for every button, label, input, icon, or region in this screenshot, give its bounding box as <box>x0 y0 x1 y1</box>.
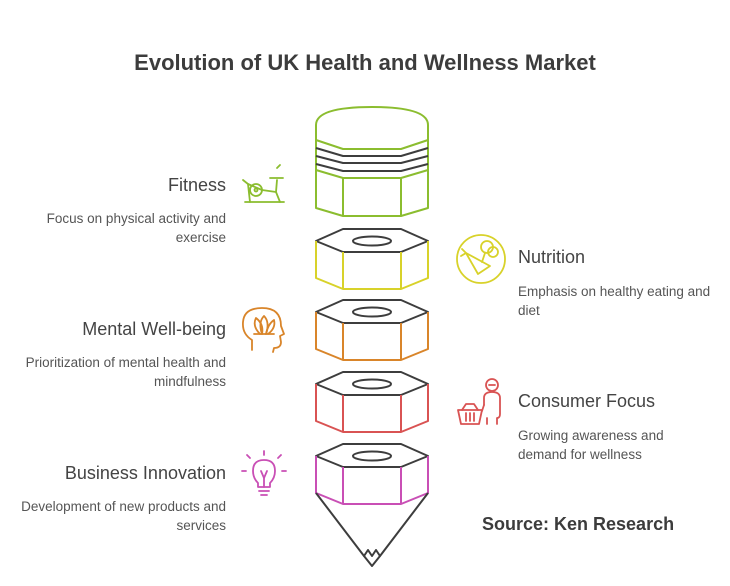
description-mental-wellbeing: Prioritization of mental health and mind… <box>25 355 226 389</box>
shopper-basket-icon <box>457 378 501 425</box>
segment-business-innovation <box>315 443 429 505</box>
segment-mental-wellbeing <box>315 299 429 361</box>
pencil-tip <box>315 492 429 567</box>
pencil-eraser <box>315 106 429 170</box>
heading-consumer-focus: Consumer Focus <box>518 391 656 411</box>
vegetables-icon <box>456 234 506 284</box>
description-nutrition: Emphasis on healthy eating and diet <box>518 284 711 318</box>
heading-business-innovation: Business Innovation <box>64 463 226 483</box>
diagram-title: Evolution of UK Health and Wellness Mark… <box>134 50 596 75</box>
exercise-bike-icon <box>242 164 285 203</box>
segment-consumer-focus <box>315 371 429 433</box>
source-label: Source: Ken Research <box>482 514 675 534</box>
description-consumer-focus: Growing awareness and demand for wellnes… <box>518 428 664 462</box>
lightbulb-icon <box>241 450 287 496</box>
heading-fitness: Fitness <box>167 175 226 195</box>
segment-nutrition <box>315 228 429 290</box>
description-business-innovation: Development of new products and services <box>21 499 226 533</box>
pencil-ferrule <box>315 147 429 172</box>
heading-nutrition: Nutrition <box>518 247 586 267</box>
segment-fitness <box>315 169 429 217</box>
description-fitness: Focus on physical activity and exercise <box>46 211 226 245</box>
heading-mental-wellbeing: Mental Well-being <box>82 319 226 339</box>
mind-lotus-icon <box>242 307 285 353</box>
